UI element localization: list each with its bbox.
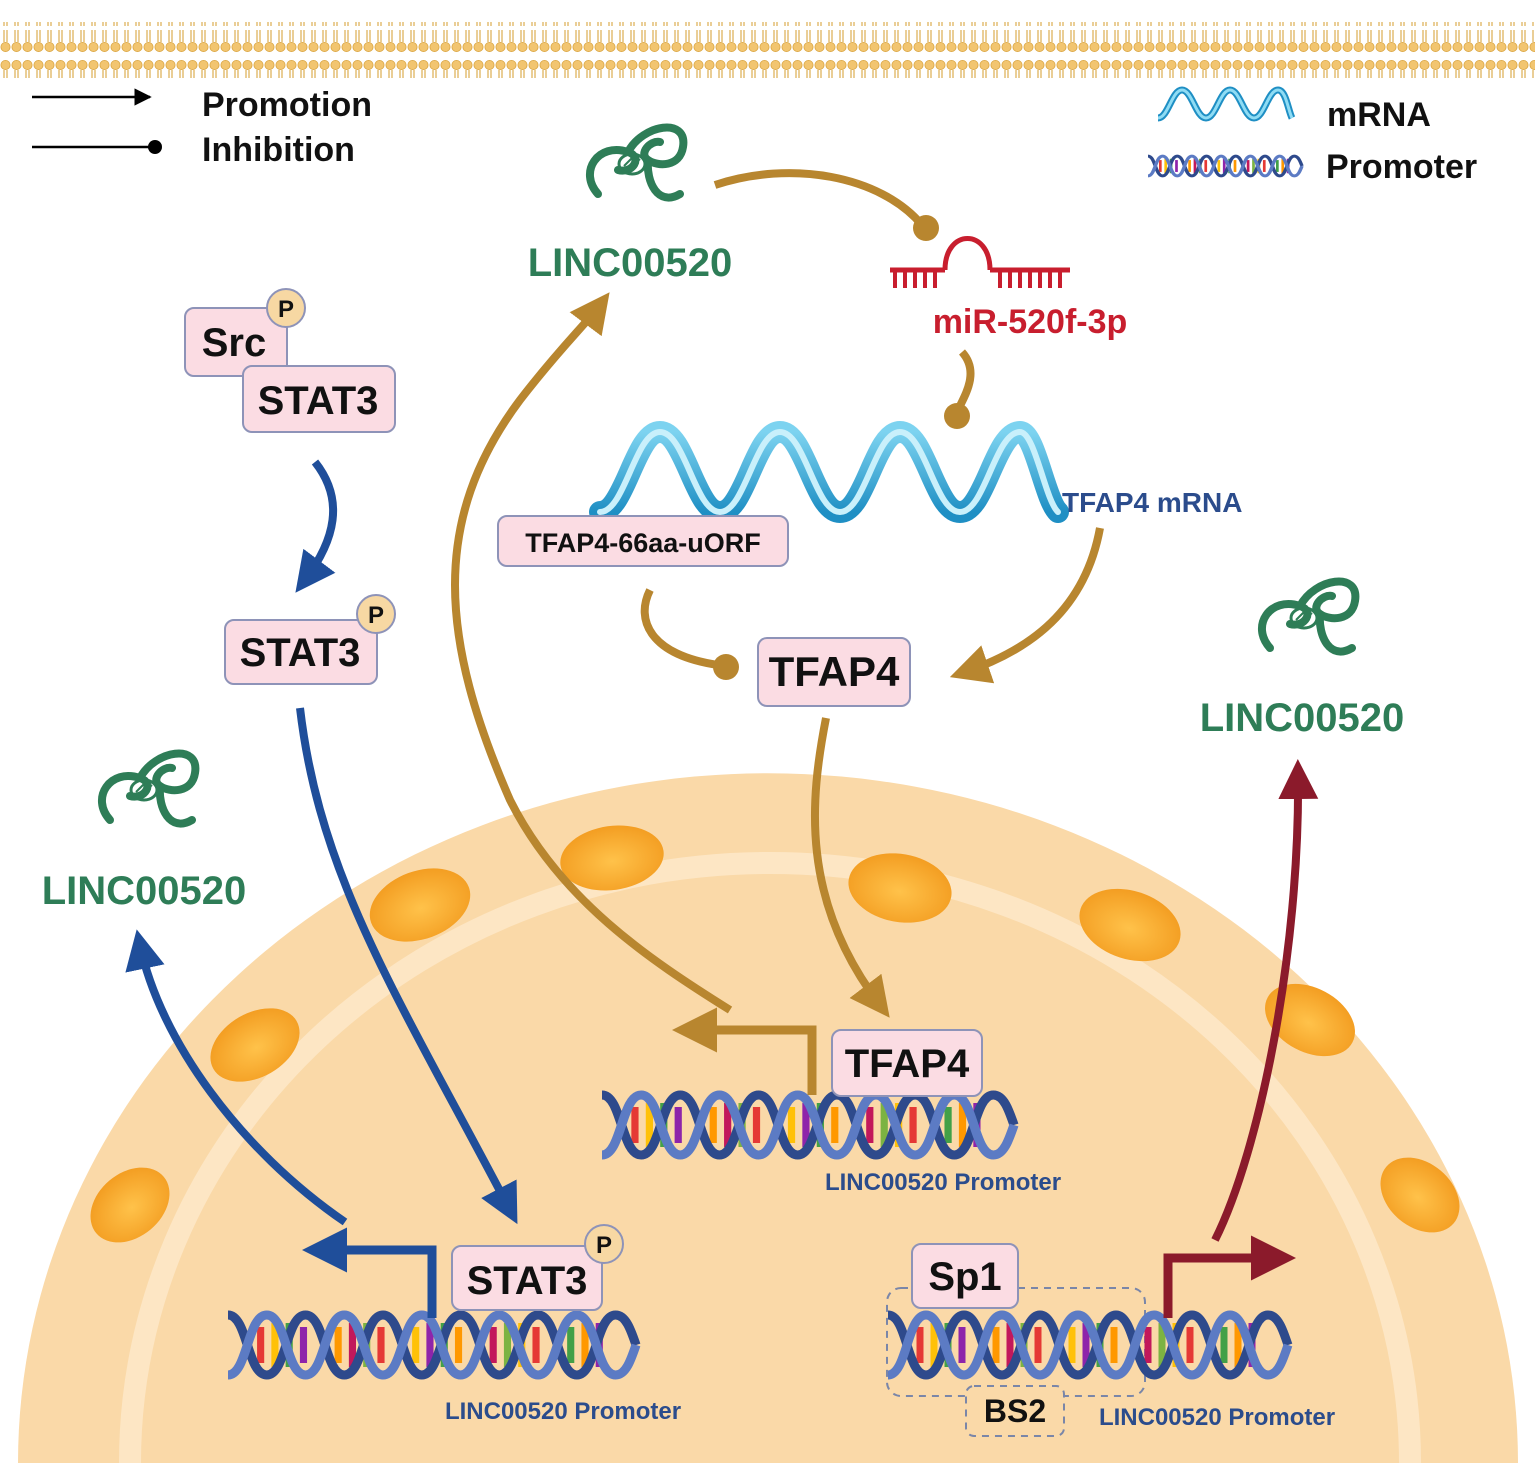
tfap4-mrna-icon (589, 420, 1069, 524)
mrna-legend-icon (1156, 86, 1296, 122)
maroon-pathway (1211, 759, 1319, 1242)
legend-promotion-label: Promotion (202, 86, 372, 124)
arrow-promoter-to-linc-right (1211, 759, 1319, 1242)
tfap4-bound-label: TFAP4 (845, 1042, 970, 1086)
arrow-pstat3-to-promoter (296, 707, 518, 1225)
mirna-label: miR-520f-3p (933, 303, 1128, 341)
tfap4-mrna-label: TFAP4 mRNA (1062, 487, 1242, 518)
legend-inhibition-label: Inhibition (202, 131, 355, 169)
promoter-legend-icon (1146, 154, 1304, 178)
linc-right-label: LINC00520 (1200, 696, 1405, 740)
sp1-label: Sp1 (928, 1255, 1001, 1299)
inhibition-mirna-to-mrna (954, 349, 975, 412)
uorf-label: TFAP4-66aa-uORF (525, 528, 761, 558)
linc-top-label: LINC00520 (528, 241, 733, 285)
inhibition-linc-to-mirna (713, 169, 926, 228)
promoter-right-label: LINC00520 Promoter (1099, 1404, 1335, 1431)
transcription-arrow-center (672, 1007, 817, 1095)
svg-text:P: P (596, 1232, 612, 1259)
stat3-bound-label: STAT3 (467, 1259, 588, 1303)
legend: Promotion Inhibition mRNA Promoter (32, 86, 1477, 186)
svg-text:P: P (368, 602, 384, 629)
arrow-promoter-to-linc-left (125, 929, 348, 1226)
phospho-icon (266, 288, 306, 328)
bs2-box: BS2 (965, 1385, 1065, 1437)
phospho-icon (356, 594, 396, 634)
src-label: Src (202, 321, 267, 365)
arrow-promoter-to-linc-top (451, 292, 733, 1014)
legend-mrna-label: mRNA (1327, 96, 1431, 134)
promoter-left-label: LINC00520 Promoter (445, 1398, 681, 1425)
phospho-icon (584, 1224, 624, 1264)
promoter-center-label: LINC00520 Promoter (825, 1169, 1061, 1196)
inhibition-uorf-to-tfap4 (640, 588, 719, 669)
transcription-arrow-right (1163, 1235, 1296, 1318)
src-stat3-complex: Src STAT3 P (184, 288, 396, 433)
sp1-box: Sp1 (911, 1243, 1019, 1309)
bs2-label: BS2 (984, 1393, 1046, 1429)
pstat3-box: STAT3 P (224, 594, 396, 685)
legend-promoter-label: Promoter (1326, 148, 1477, 186)
uorf-box: TFAP4-66aa-uORF (497, 515, 789, 567)
arrow-mrna-to-tfap4 (949, 527, 1104, 684)
blue-pathway (125, 459, 518, 1226)
linc-left-label: LINC00520 (42, 869, 247, 913)
arrow-tfap4-to-promoter (810, 717, 890, 1018)
stat3-bound-box: STAT3 P (451, 1224, 624, 1311)
tfap4-bound-box: TFAP4 (831, 1029, 983, 1097)
svg-text:P: P (278, 296, 294, 323)
mirna-icon (890, 236, 1070, 288)
transcription-arrow-left (302, 1227, 437, 1318)
tfap4-protein-box: TFAP4 (757, 637, 911, 707)
lncrna-right-icon (1262, 582, 1355, 652)
gold-pathway (451, 169, 1104, 1018)
lncrna-left-icon (102, 754, 195, 824)
stat3-complex-label: STAT3 (258, 379, 379, 423)
lncrna-top-icon (590, 128, 683, 198)
pstat3-label: STAT3 (240, 631, 361, 675)
tfap4-protein-label: TFAP4 (769, 648, 900, 695)
cell-membrane (0, 22, 1535, 78)
arrow-src-stat3-to-pstat3 (295, 459, 338, 593)
nucleus (18, 773, 1518, 1463)
